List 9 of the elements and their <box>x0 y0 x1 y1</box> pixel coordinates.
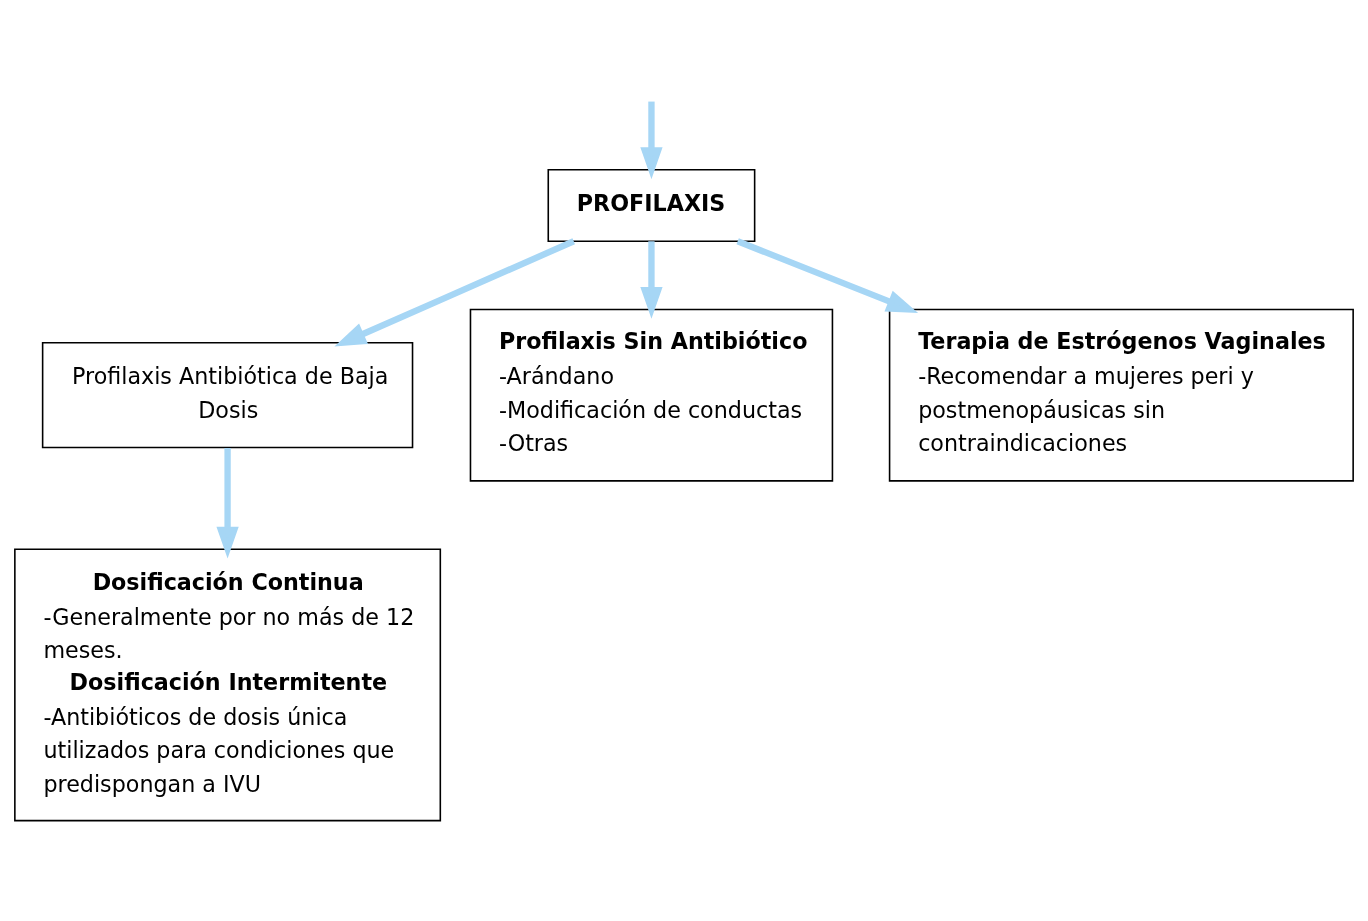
arrow <box>334 238 575 347</box>
node-box: Profilaxis Sin Antibiótico -Arándano -Modificación de conductas -Otras <box>469 308 834 482</box>
arrow <box>640 241 663 319</box>
node-box: PROFILAXIS <box>547 168 756 242</box>
arrow <box>736 238 919 313</box>
node-box: Dosificación Continua -Generalmente por no más de 12 meses. Dosificación Intermitente -Antibióticos de dosis única utilizados para condiciones que predispongan a IVU <box>14 548 442 822</box>
node-box: Profilaxis Antibiótica de Baja Dosis <box>41 342 414 449</box>
node-box: Terapia de Estrógenos Vaginales -Recomendar a mujeres peri y postmenopáusicas sin contraindicaciones <box>888 308 1354 482</box>
arrow <box>640 101 663 180</box>
